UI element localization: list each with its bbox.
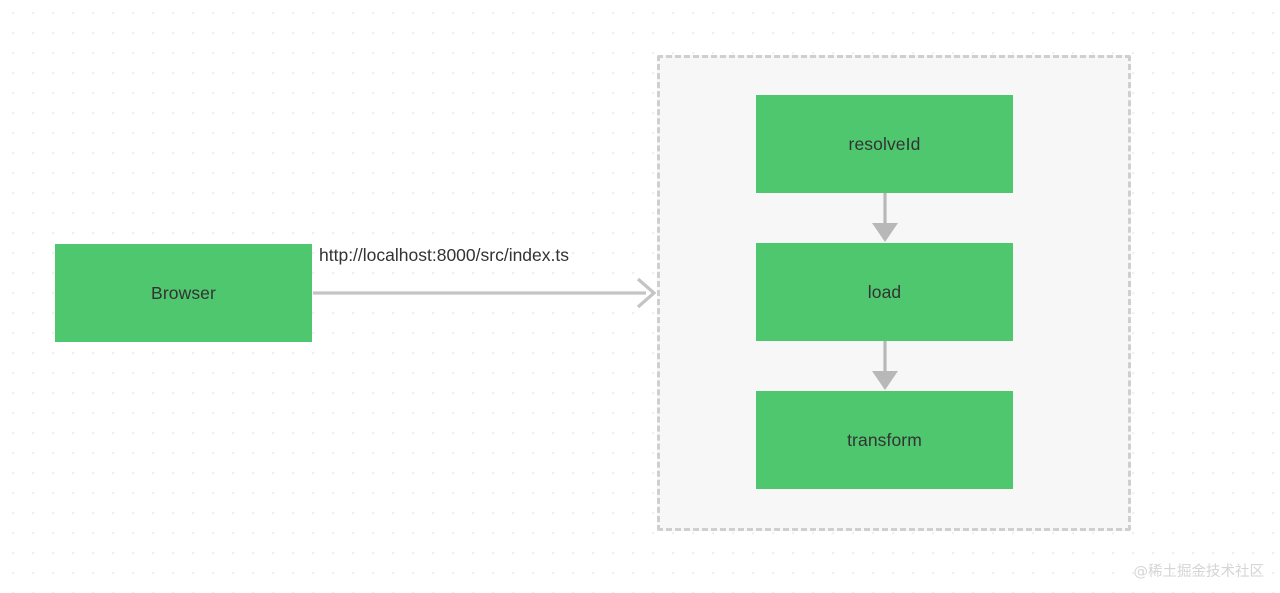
node-resolveid[interactable]: resolveId <box>756 95 1013 193</box>
edge-label-request-url: http://localhost:8000/src/index.ts <box>319 245 569 265</box>
node-load-label: load <box>867 281 902 302</box>
edge-browser-to-pipeline-arrow <box>313 277 657 309</box>
node-browser[interactable]: Browser <box>55 244 312 342</box>
node-transform[interactable]: transform <box>756 391 1013 489</box>
node-transform-label: transform <box>847 429 922 450</box>
node-browser-label: Browser <box>151 282 216 303</box>
node-load[interactable]: load <box>756 243 1013 341</box>
watermark: @稀土掘金技术社区 <box>1133 564 1265 580</box>
node-resolveid-label: resolveId <box>848 133 921 154</box>
